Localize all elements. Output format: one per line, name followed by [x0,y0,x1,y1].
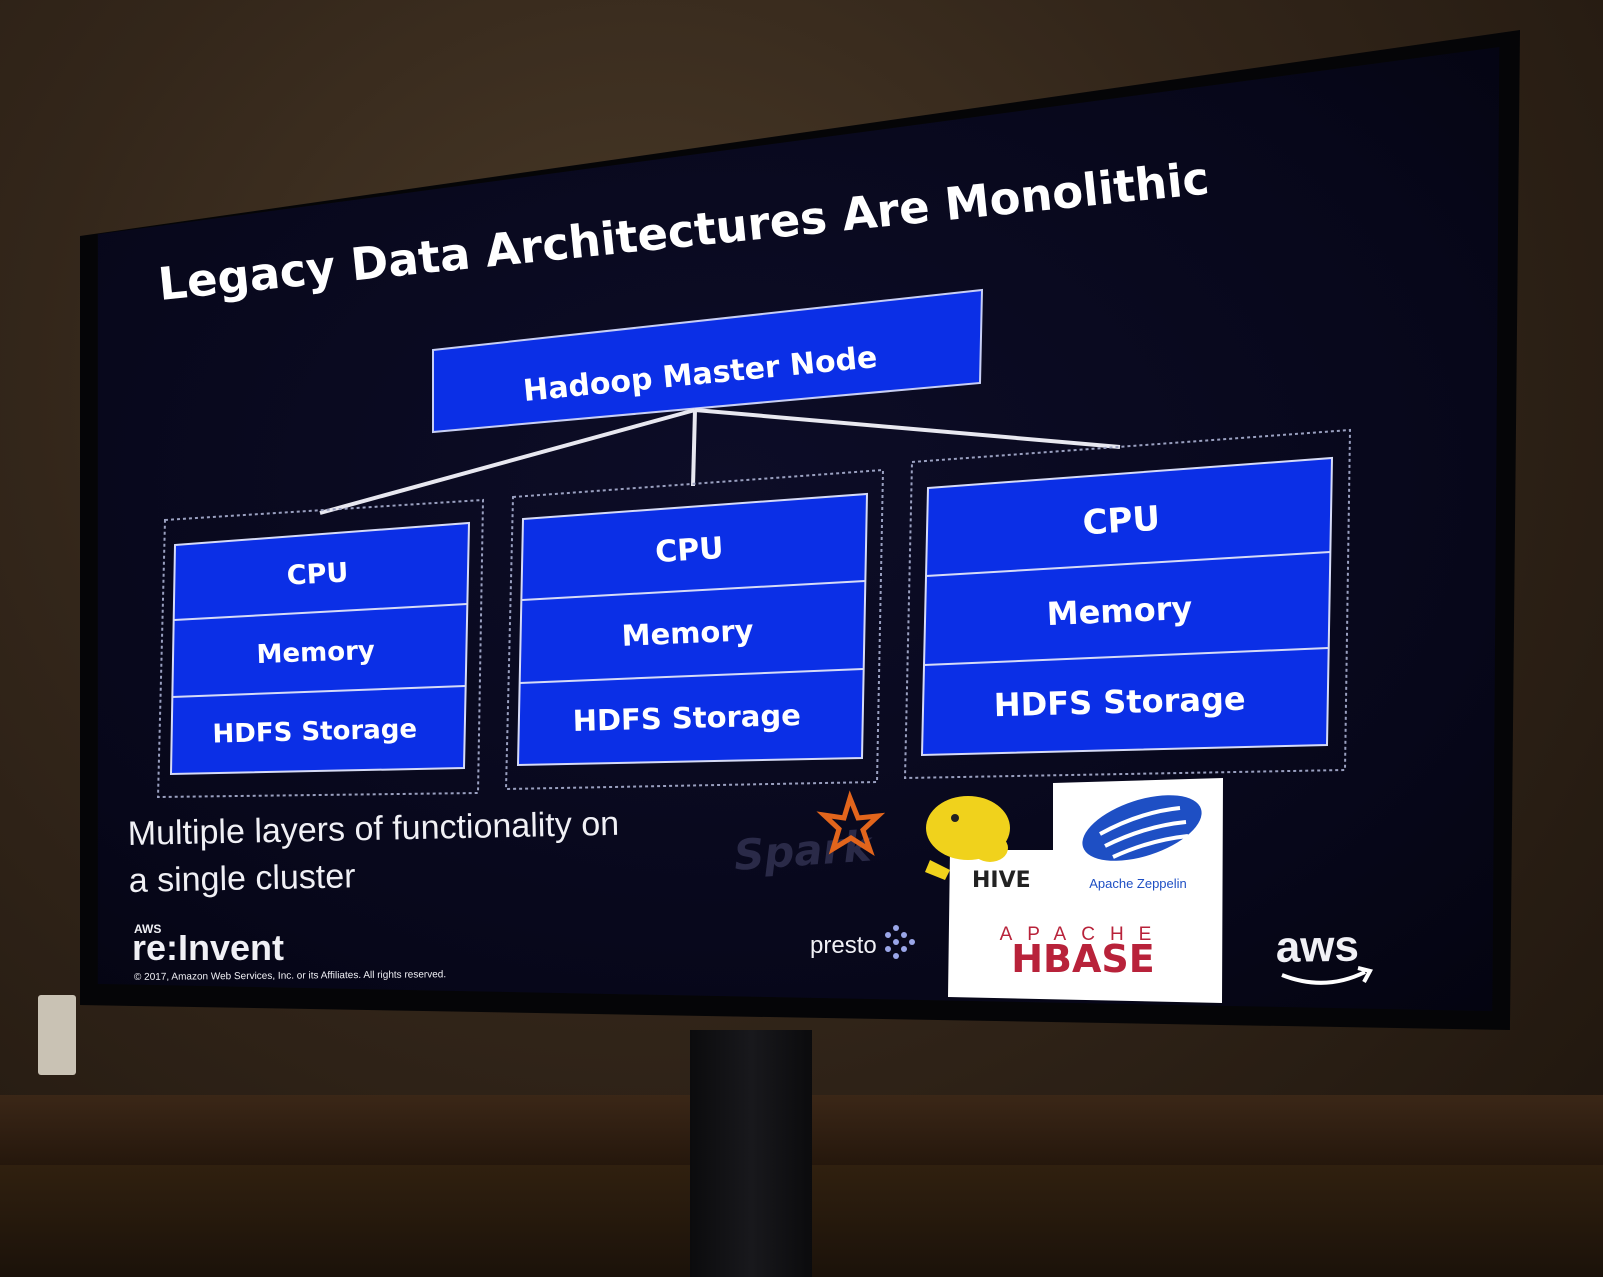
caption-line-1: Multiple layers of functionality on [127,805,619,853]
reinvent-logo: AWS re:Invent © 2017, Amazon Web Service… [132,922,446,983]
svg-text:AWS: AWS [134,922,161,936]
node1-memory: Memory [256,636,375,670]
node3-storage: HDFS Storage [993,680,1246,725]
spark-logo: Spark [732,790,886,880]
node2-cpu: CPU [654,531,724,570]
worker-node-1: CPU Memory HDFS Storage [156,498,485,799]
reinvent-wordmark: re:Invent [132,927,284,968]
svg-text:HIVE: HIVE [972,868,1031,893]
svg-text:Spark: Spark [732,821,875,880]
tv-stand [690,1030,812,1277]
spark-star-icon [816,790,886,856]
worker-node-2: CPU Memory HDFS Storage [504,468,885,791]
node3-memory: Memory [1046,589,1193,633]
svg-text:presto: presto [810,932,877,959]
wall-outlet [38,995,76,1075]
node3-cpu: CPU [1081,499,1161,544]
copyright-text: © 2017, Amazon Web Services, Inc. or its… [134,969,446,983]
svg-text:HBASE: HBASE [1011,937,1155,981]
slide-title: Legacy Data Architectures Are Monolithic [156,152,1212,311]
hive-logo: HIVE [925,796,1031,893]
node2-storage: HDFS Storage [572,698,801,738]
node1-storage: HDFS Storage [212,714,417,749]
caption-line-2: a single cluster [128,857,356,900]
node1-cpu: CPU [286,557,349,591]
hbase-logo: APACHE HBASE [1000,924,1167,981]
presto-logo: presto [810,925,915,959]
zeppelin-logo: Apache Zeppelin [1082,795,1202,891]
node2-memory: Memory [621,613,754,653]
svg-text:aws: aws [1275,922,1359,972]
worker-node-3: CPU Memory HDFS Storage [903,428,1352,780]
svg-text:Apache Zeppelin: Apache Zeppelin [1089,876,1187,891]
master-node: Hadoop Master Node [432,288,984,434]
presto-arrows-icon [885,925,915,959]
svg-text:APACHE: APACHE [1000,924,1167,945]
connector-lines [319,408,1121,515]
aws-logo: aws [1275,922,1373,985]
aws-smile-icon [1281,970,1366,985]
